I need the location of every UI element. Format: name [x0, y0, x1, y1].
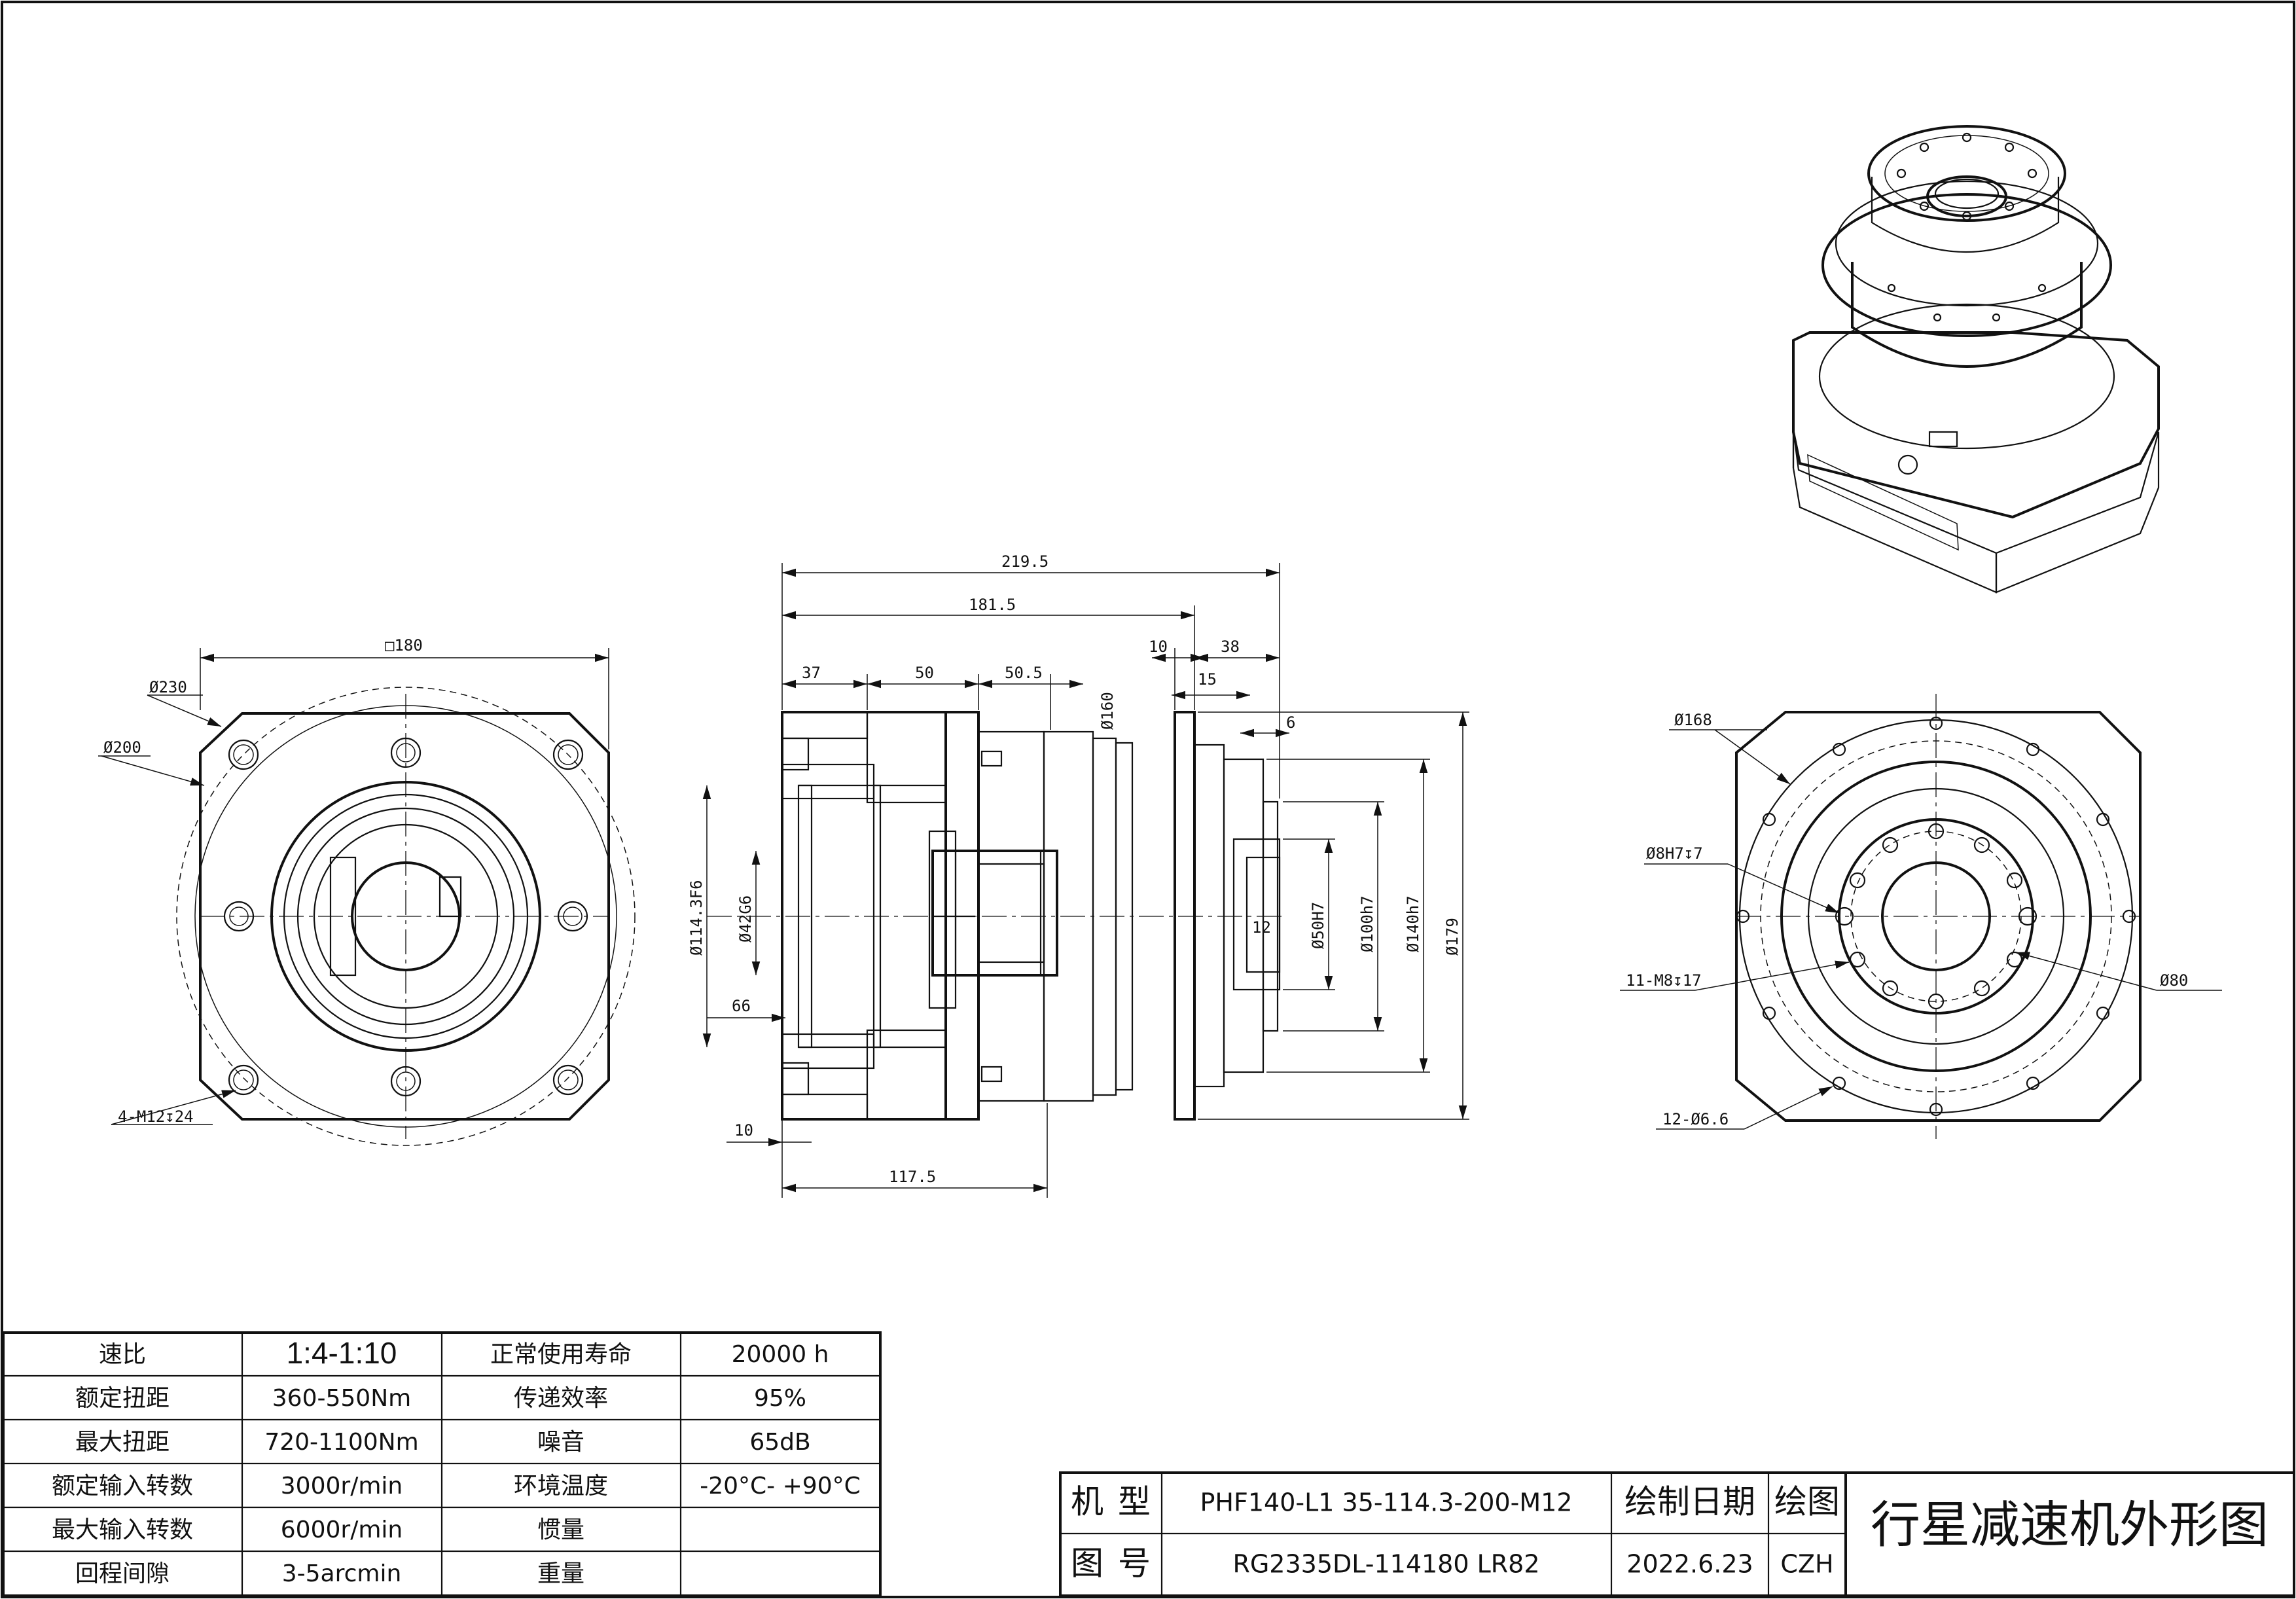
dim-side-15: 15 — [1198, 670, 1217, 689]
dim-rear-d8: Ø8H7↧7 — [1646, 844, 1703, 863]
dim-front-thread: 4-M12↧24 — [118, 1107, 194, 1126]
front-bolt-holes — [223, 737, 588, 1097]
spec-value-1: 360-550Nm — [272, 1385, 411, 1412]
dim-front-square: □180 — [385, 636, 423, 655]
title-drawn-label: 绘图 — [1774, 1483, 1840, 1521]
dim-rear-holes: 12-Ø6.6 — [1662, 1110, 1729, 1128]
spec-value2-3: -20°C- +90°C — [700, 1473, 860, 1500]
spec-label-5: 回程间隙 — [75, 1560, 170, 1587]
dim-side-117-5: 117.5 — [889, 1168, 936, 1186]
dim-side-37: 37 — [802, 664, 821, 682]
dim-side-50: 50 — [915, 664, 934, 682]
title-drawing-no-value: RG2335DL-114180 LR82 — [1232, 1550, 1539, 1579]
spec-value-3: 3000r/min — [281, 1473, 403, 1500]
dim-side-10b: 10 — [734, 1121, 753, 1140]
dim-side-66: 66 — [732, 997, 751, 1015]
dim-side-d42: Ø42G6 — [736, 895, 755, 943]
spec-value-2: 720-1100Nm — [264, 1429, 418, 1456]
spec-label-3: 额定输入转数 — [52, 1473, 193, 1500]
dim-side-d114: Ø114.3F6 — [687, 880, 706, 956]
spec-value2-2: 65dB — [749, 1429, 810, 1456]
dim-side-d160: Ø160 — [1098, 692, 1117, 730]
title-block: 机型 PHF140-L1 35-114.3-200-M12 图号 RG2335D… — [1059, 1471, 2295, 1597]
dim-side-d100: Ø100h7 — [1358, 895, 1376, 952]
drawing-title: 行星减速机外形图 — [1871, 1496, 2269, 1554]
side-view: 219.5 181.5 10 38 37 50 50.5 15 6 Ø160 Ø… — [687, 552, 1469, 1198]
spec-label2-2: 噪音 — [537, 1429, 584, 1456]
title-date-label: 绘制日期 — [1624, 1483, 1755, 1521]
dim-rear-d168: Ø168 — [1674, 711, 1712, 729]
spec-label2-4: 惯量 — [537, 1517, 584, 1543]
dim-front-d200: Ø200 — [103, 738, 141, 757]
spec-label2-1: 传递效率 — [514, 1385, 608, 1412]
isometric-view — [1792, 125, 2160, 594]
spec-label-1: 额定扭距 — [75, 1385, 170, 1412]
dim-side-6: 6 — [1286, 713, 1295, 732]
spec-label2-3: 环境温度 — [514, 1473, 608, 1500]
dim-side-50-5: 50.5 — [1005, 664, 1043, 682]
dim-side-total: 219.5 — [1001, 552, 1049, 571]
spec-label-4: 最大输入转数 — [52, 1517, 193, 1543]
spec-value2-1: 95% — [754, 1385, 806, 1412]
spec-value-4: 6000r/min — [281, 1517, 403, 1543]
spec-table: 速比 1:4-1:10 正常使用寿命 20000 h 额定扭距 360-550N… — [2, 1331, 882, 1597]
spec-label2-0: 正常使用寿命 — [490, 1341, 632, 1368]
spec-label-2: 最大扭距 — [75, 1429, 170, 1456]
title-model-label: 机型 — [1071, 1483, 1165, 1521]
spec-label2-5: 重量 — [537, 1560, 584, 1587]
dim-side-body: 181.5 — [969, 596, 1016, 614]
title-drawn-value: CZH — [1780, 1550, 1833, 1579]
title-date-value: 2022.6.23 — [1626, 1550, 1753, 1579]
title-model-value: PHF140-L1 35-114.3-200-M12 — [1200, 1488, 1573, 1517]
title-drawing-no-label: 图号 — [1071, 1545, 1165, 1583]
spec-label-0: 速比 — [99, 1341, 146, 1368]
front-view: □180 Ø230 Ø200 4-M12↧24 — [98, 636, 636, 1146]
dim-side-12: 12 — [1252, 918, 1271, 937]
dim-rear-d80: Ø80 — [2160, 971, 2188, 990]
dim-side-d50: Ø50H7 — [1309, 902, 1327, 949]
dim-side-d179: Ø179 — [1443, 918, 1462, 956]
dim-rear-m8: 11-M8↧17 — [1626, 971, 1702, 990]
spec-value-0: 1:4-1:10 — [287, 1336, 397, 1370]
dim-side-output: 38 — [1221, 638, 1240, 656]
dim-side-flange: 10 — [1149, 638, 1168, 656]
rear-inner-holes — [1835, 823, 2037, 1010]
rear-outer-holes — [1736, 716, 2136, 1117]
dim-front-d230: Ø230 — [149, 678, 187, 696]
rear-view: Ø168 Ø8H7↧7 11-M8↧17 Ø80 12-Ø6.6 — [1620, 694, 2222, 1139]
spec-value-5: 3-5arcmin — [282, 1560, 402, 1587]
dim-side-d140: Ø140h7 — [1404, 895, 1422, 952]
spec-value2-0: 20000 h — [732, 1341, 829, 1368]
